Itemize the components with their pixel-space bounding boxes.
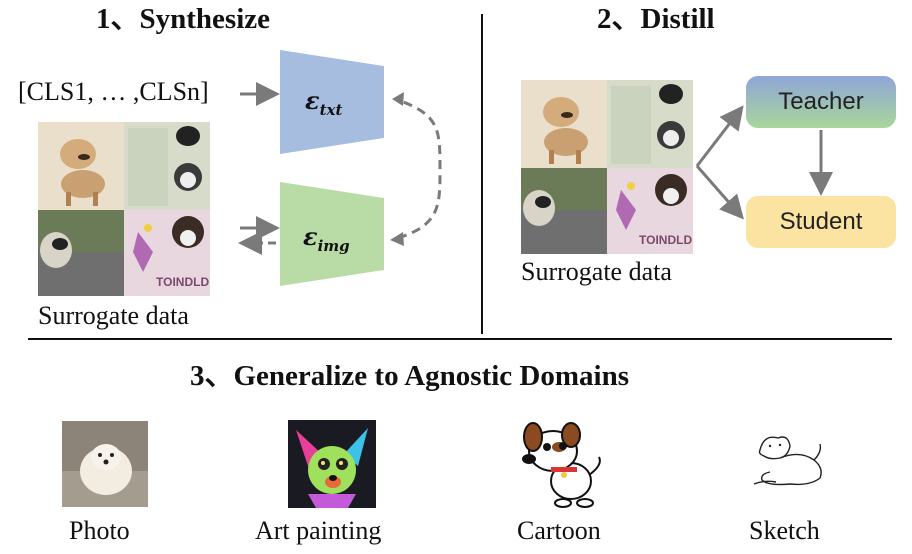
encoder-loop-arrow: [397, 98, 442, 240]
image-encoder-shape: [280, 182, 384, 286]
domain-label-art-painting: Art painting: [255, 516, 382, 545]
cartoon-dog-icon: [513, 417, 605, 509]
vertical-divider: [481, 14, 483, 334]
data-to-student-arrow: [695, 165, 744, 220]
surrogate-collage-2: TOINDLD: [521, 80, 693, 254]
image-encoder-label: εimg: [303, 222, 350, 255]
student-box: Student: [746, 196, 896, 248]
loop-arrowhead-top: [392, 92, 404, 106]
domain-label-photo: Photo: [69, 516, 130, 545]
svg-text:TOINDLD: TOINDLD: [639, 233, 692, 247]
student-label: Student: [779, 208, 863, 235]
horizontal-divider: [28, 338, 892, 340]
text-encoder-label: εtxt: [305, 86, 343, 119]
photo-dog-icon: [62, 421, 148, 507]
surrogate-image-grid: TOINDLD: [38, 122, 210, 296]
svg-text:TOINDLD: TOINDLD: [156, 275, 209, 289]
surrogate-image-grid-2: TOINDLD: [521, 80, 693, 254]
surrogate-collage: TOINDLD: [38, 122, 210, 296]
synthesize-title: 1、Synthesize: [96, 3, 271, 35]
domain-label-sketch: Sketch: [749, 516, 820, 545]
generalize-title: 3、Generalize to Agnostic Domains: [190, 360, 629, 392]
sketch-dog-icon: [750, 430, 828, 492]
art-painting-dog-icon: [288, 420, 376, 508]
teacher-label: Teacher: [778, 88, 864, 115]
data-to-teacher-arrow: [695, 105, 744, 167]
cls-token-text: [CLS1, … ,CLSn]: [18, 77, 209, 106]
domain-label-cartoon: Cartoon: [517, 516, 601, 545]
text-encoder-shape: [280, 50, 384, 154]
loop-arrowhead-bottom: [390, 232, 404, 246]
surrogate-label-1: Surrogate data: [38, 301, 189, 330]
distill-title: 2、Distill: [597, 3, 715, 35]
surrogate-label-2: Surrogate data: [521, 257, 672, 286]
teacher-box: Teacher: [746, 76, 896, 128]
